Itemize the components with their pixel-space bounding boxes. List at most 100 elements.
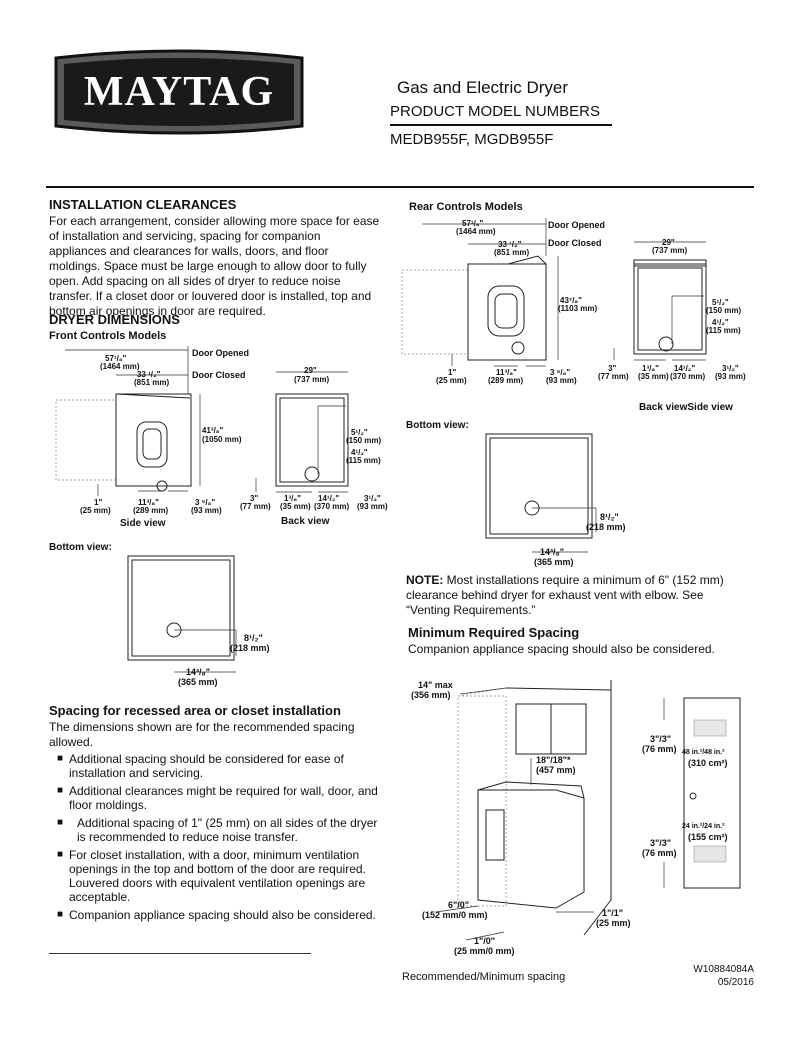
bottom-vent-area-cm: (155 cm²) (688, 832, 728, 842)
venting-note: NOTE: Most installations require a minim… (406, 573, 738, 618)
height-dim: 41³/₈" (202, 426, 224, 435)
section-divider (46, 186, 754, 188)
back-b2-dim: 1³/₈" (284, 494, 301, 503)
rear-vent-top-mm: (150 mm) (706, 306, 742, 315)
back-width-mm: (737 mm) (294, 375, 330, 384)
front-side-view-diagram: Door Opened Door Closed 57¹/₈" (1464 mm)… (40, 344, 250, 534)
vent-top-dim: 5¹/₂" (351, 428, 368, 437)
note-text: Most installations require a minimum of … (406, 573, 724, 617)
back-b3-mm: (370 mm) (314, 502, 350, 511)
rear-width-open-mm: (1464 mm) (456, 227, 496, 236)
open-door-outline (55, 399, 117, 481)
minimum-spacing-intro: Companion appliance spacing should also … (408, 642, 715, 656)
back-view-caption: Back view (281, 516, 330, 527)
model-numbers: MEDB955F, MGDB955F (390, 131, 554, 148)
side-view-caption: Side view (120, 518, 166, 529)
dryer-outline (477, 789, 585, 909)
minimum-spacing-heading: Minimum Required Spacing (408, 625, 580, 640)
dryer-bottom-outline (127, 555, 235, 661)
list-item: For closet installation, with a door, mi… (57, 848, 379, 904)
exhaust-vent-back-rear (658, 336, 674, 352)
rear-back-b3-dim: 14¹/₂" (674, 364, 696, 373)
front-bottom-view-diagram: 8¹/₂" (218 mm) 14³/₈" (365 mm) (120, 548, 320, 690)
rear-vent-mid-mm: (115 mm) (706, 326, 741, 335)
door-closed-label: Door Closed (192, 370, 246, 380)
top-vent-area-cm: (310 cm²) (688, 758, 728, 768)
installation-clearances-heading: INSTALLATION CLEARANCES (49, 197, 237, 212)
door-window-side (136, 421, 168, 468)
rear-back-b4-mm: (93 mm) (715, 372, 746, 381)
dryer-body-back (275, 393, 349, 487)
bottom-view-label: Bottom view: (49, 542, 112, 553)
depth-closed-dim: 33 ¹/₂" (137, 370, 161, 379)
list-item: Additional spacing should be considered … (57, 752, 379, 780)
left-footer-rule (49, 953, 311, 954)
foot-mm: (25 mm) (80, 506, 111, 515)
top-gap-dim: 14" max (418, 680, 453, 690)
door-window-side-rear (487, 285, 525, 337)
open-door-outline-rear (401, 269, 469, 355)
door-bottom-mm: (76 mm) (642, 848, 677, 858)
closet-wall (505, 687, 612, 936)
list-item: Additional spacing of 1" (25 mm) on all … (57, 816, 379, 844)
rear-door-opened-label: Door Opened (548, 220, 606, 230)
rear-height-dim: 43⁷/₈" (560, 296, 582, 305)
installation-clearances-text: For each arrangement, consider allowing … (49, 214, 380, 318)
spacing-caption: Recommended/Minimum spacing (402, 971, 566, 983)
rear-width-open-dim: 57¹/₈" (462, 219, 484, 228)
louvered-door (683, 697, 741, 889)
back-b4-mm: (93 mm) (357, 502, 388, 511)
front-back-view-diagram: 29" (737 mm) 5¹/₂" (150 mm) 4¹/₂" (115 m… (236, 366, 396, 516)
recessed-spacing-intro: The dimensions shown are for the recomme… (49, 720, 355, 749)
back-b2-mm: (35 mm) (280, 502, 311, 511)
bottom-side-dim: 8¹/₂" (244, 633, 263, 643)
rear-depth-closed-dim: 33 ¹/₂" (498, 240, 522, 249)
back-depth-mm: (289 mm) (133, 506, 169, 515)
rear-foot-mm: (25 mm) (436, 376, 467, 385)
rear-height-mm: (1103 mm) (558, 304, 598, 313)
door-bottom-dim: 3"/3" (650, 838, 672, 848)
side-clearance-mm: (25 mm) (596, 918, 631, 928)
bottom-front-dim: 14³/₈" (186, 667, 210, 677)
back-width-dim: 29" (304, 366, 317, 375)
logo-text: MAYTAG (84, 69, 274, 115)
door-opened-label: Door Opened (192, 348, 250, 358)
document-code: W10884084A (693, 964, 754, 975)
list-item: Companion appliance spacing should also … (57, 908, 379, 922)
shelf-dim: 18"/18"* (536, 755, 571, 765)
vent-mid-dim: 4¹/₂" (351, 448, 368, 457)
rear-bottom-front-mm: (365 mm) (534, 557, 574, 567)
back-b4-dim: 3¹/₂" (364, 494, 381, 503)
rear-back-depth-mm: (289 mm) (488, 376, 524, 385)
dryer-dimensions-heading: DRYER DIMENSIONS (49, 312, 180, 327)
rear-back-width-dim: 29" (662, 238, 675, 247)
rear-side-view-diagram: Door Opened Door Closed 57¹/₈" (1464 mm)… (398, 214, 608, 389)
bottom-clearance-dim: 1"/0" (474, 936, 496, 946)
rear-bottom-front-dim: 14³/₈" (540, 547, 564, 557)
back-b3-dim: 14¹/₂" (318, 494, 340, 503)
back-b1-mm: (77 mm) (240, 502, 271, 511)
dryer-body-back-rear (633, 263, 707, 355)
width-open-mm: (1464 mm) (100, 362, 140, 371)
rear-bottom-view-label: Bottom view: (406, 420, 469, 431)
document-date: 05/2016 (717, 977, 754, 988)
rear-depth-closed-mm: (851 mm) (494, 248, 530, 257)
list-item: Additional clearances might be required … (57, 784, 379, 812)
minimum-spacing-diagram: 14" max (356 mm) 18"/18"* (457 mm) 6"/0"… (406, 670, 756, 960)
rear-back-b2-dim: 1³/₈" (642, 364, 659, 373)
front-controls-heading: Front Controls Models (49, 330, 167, 342)
bottom-vent-area: 24 in.²/24 in.² (682, 823, 725, 830)
rear-back-b1-mm: (77 mm) (598, 372, 629, 381)
rear-clearance-mm: (152 mm/0 mm) (422, 910, 488, 920)
recessed-spacing-list: Additional spacing should be considered … (57, 752, 379, 926)
shelf-mm: (457 mm) (536, 765, 576, 775)
exhaust-vent-back (304, 466, 320, 482)
dryer-body-side-rear (467, 263, 547, 361)
rear-door-closed-label: Door Closed (548, 238, 602, 248)
bottom-clearance-mm: (25 mm/0 mm) (454, 946, 515, 956)
bottom-front-mm: (365 mm) (178, 677, 218, 687)
rear-back-width-mm: (737 mm) (652, 246, 688, 255)
back-depth-dim: 11³/₈" (138, 498, 159, 507)
vent-top-mm: (150 mm) (346, 436, 382, 445)
top-vent-area: 48 in.²/48 in.² (682, 749, 725, 756)
